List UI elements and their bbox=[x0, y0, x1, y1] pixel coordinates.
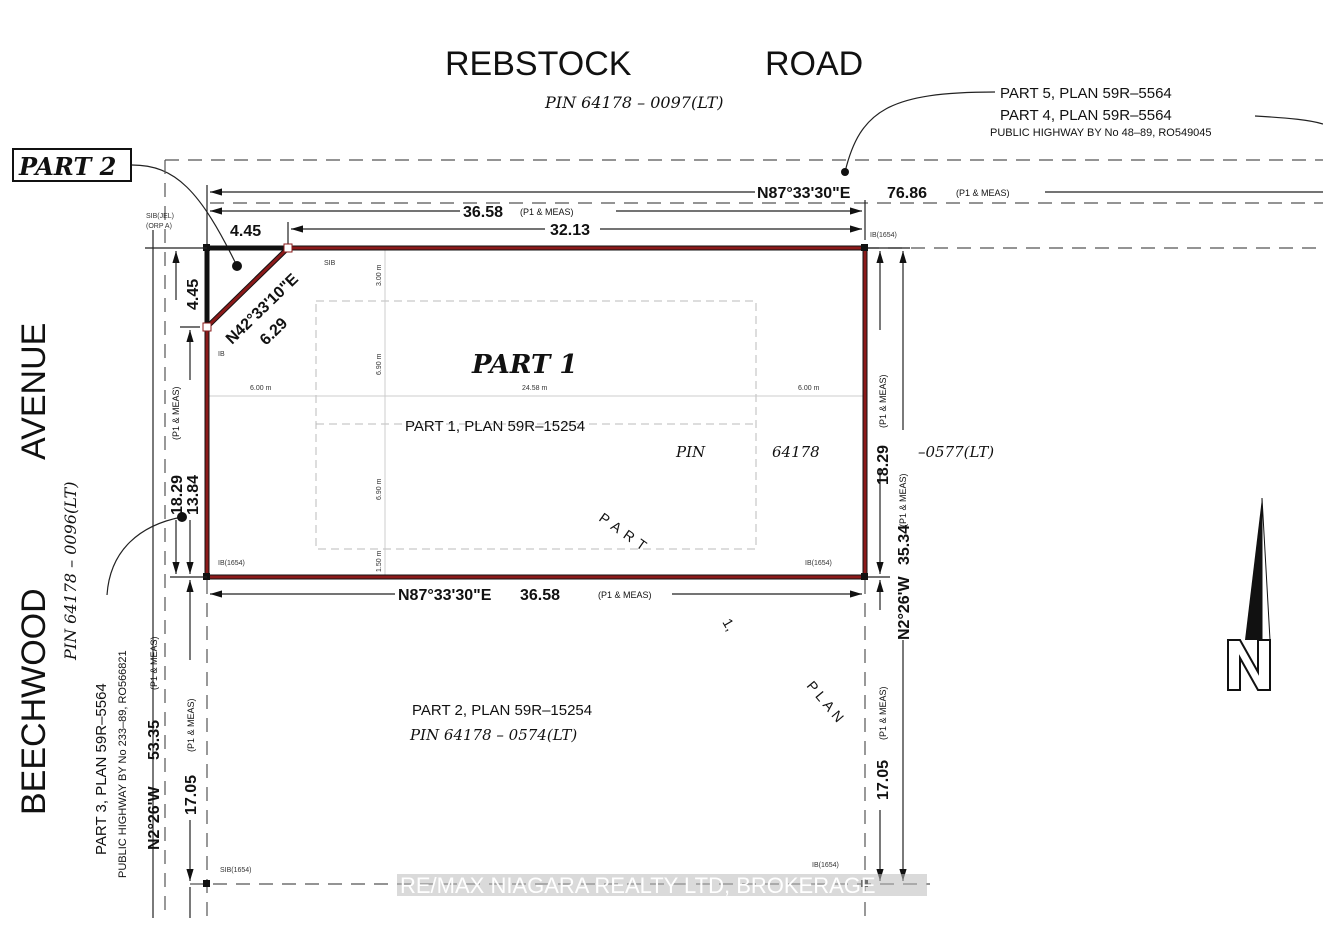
building-envelope bbox=[315, 300, 757, 550]
monument-marker bbox=[861, 573, 868, 580]
setback-depth2: 6.90 m bbox=[376, 478, 383, 500]
mon-ib1654-b: IB(1654) bbox=[812, 862, 839, 869]
mon-ib: IB bbox=[218, 351, 225, 358]
mon-orp: (ORP A) bbox=[146, 223, 172, 230]
p1meas: (P1 & MEAS) bbox=[149, 636, 159, 690]
top-bearing: N87°33'30"E bbox=[757, 185, 851, 202]
setback-side-left: 6.00 m bbox=[250, 385, 272, 392]
top-total: 76.86 bbox=[887, 185, 927, 202]
part2-plan: PART 2, PLAN 59R–15254 bbox=[412, 702, 592, 719]
pin-right-suffix: –0577(LT) bbox=[918, 443, 994, 461]
mon-sib1654: SIB(1654) bbox=[220, 867, 252, 874]
callout-highway-left: PUBLIC HIGHWAY BY No 233–89, RO566821 bbox=[117, 650, 129, 878]
p1meas: (P1 & MEAS) bbox=[171, 386, 181, 440]
p1meas: (P1 & MEAS) bbox=[598, 590, 652, 600]
corner-lines bbox=[204, 245, 288, 327]
leader-part5 bbox=[844, 91, 996, 173]
mon-ib1654-br: IB(1654) bbox=[805, 560, 832, 567]
left-short: 4.45 bbox=[185, 279, 202, 310]
part2-label-box bbox=[12, 148, 132, 182]
p1meas: (P1 & MEAS) bbox=[878, 686, 888, 740]
road-name-beechwood: BEECHWOOD bbox=[15, 588, 53, 815]
mon-sib-jel: SIB(JEL) bbox=[146, 213, 174, 220]
right-18-29: 18.29 bbox=[875, 445, 892, 485]
curved-1: 1, bbox=[719, 616, 739, 634]
setback-depth1: 6.90 m bbox=[376, 353, 383, 375]
left-bearing: N2°26'W bbox=[146, 786, 163, 850]
leader-dot bbox=[232, 261, 242, 271]
monument-marker bbox=[202, 322, 212, 332]
callout-part5: PART 5, PLAN 59R–5564 bbox=[1000, 85, 1172, 102]
bottom-length: 36.58 bbox=[520, 587, 560, 604]
pin-top: PIN 64178 – 0097(LT) bbox=[544, 93, 723, 112]
right-lines bbox=[868, 247, 910, 578]
pin-left: PIN 64178 – 0096(LT) bbox=[61, 482, 80, 661]
part1-plan: PART 1, PLAN 59R–15254 bbox=[405, 418, 585, 435]
part1-title: PART 1 bbox=[471, 350, 577, 380]
p1meas: (P1 & MEAS) bbox=[186, 698, 196, 752]
north-arrow-icon bbox=[1227, 497, 1271, 691]
callout-part3: PART 3, PLAN 59R–5564 bbox=[93, 683, 110, 855]
callout-part4: PART 4, PLAN 59R–5564 bbox=[1000, 107, 1172, 124]
setback-front: 3.00 m bbox=[376, 264, 383, 286]
monument-marker bbox=[203, 880, 210, 887]
mon-ib1654-bl: IB(1654) bbox=[218, 560, 245, 567]
leader-dot bbox=[841, 168, 849, 176]
setback-side-right: 6.00 m bbox=[798, 385, 820, 392]
p1meas: (P1 & MEAS) bbox=[878, 374, 888, 428]
mon-ib1654-tr: IB(1654) bbox=[870, 232, 897, 239]
top-remain: 32.13 bbox=[550, 222, 590, 239]
bottom-bearing: N87°33'30"E bbox=[398, 587, 492, 604]
top-lot-length: 36.58 bbox=[463, 204, 503, 221]
monument-marker bbox=[861, 244, 868, 251]
road-name-avenue: AVENUE bbox=[15, 323, 53, 460]
leader-part3 bbox=[106, 516, 183, 596]
right-bearing: N2°26'W bbox=[896, 576, 913, 640]
curved-plan: PLAN bbox=[804, 678, 850, 729]
leader-part2 bbox=[131, 164, 238, 267]
top-short: 4.45 bbox=[230, 223, 261, 240]
left-lines bbox=[145, 230, 207, 918]
lot-outline-shadow bbox=[204, 245, 868, 580]
road-name-road: ROAD bbox=[765, 45, 863, 83]
setback-width: 24.58 m bbox=[522, 385, 547, 392]
right-35-34: 35.34 bbox=[896, 525, 913, 565]
pin-right-number: 64178 bbox=[772, 443, 820, 461]
left-53-35: 53.35 bbox=[146, 720, 163, 760]
left-17-05: 17.05 bbox=[183, 775, 200, 815]
right-17-05: 17.05 bbox=[875, 760, 892, 800]
road-name-rebstock: REBSTOCK bbox=[445, 45, 632, 83]
pin-bottom: PIN 64178 – 0574(LT) bbox=[409, 726, 577, 744]
monument-marker bbox=[283, 243, 293, 253]
watermark: RE/MAX NIAGARA REALTY LTD, BROKERAGE bbox=[400, 873, 876, 898]
watermark-band bbox=[397, 874, 927, 896]
curved-part: PART bbox=[596, 509, 654, 557]
mon-sib: SIB bbox=[324, 260, 336, 267]
setback-rear: 1.50 m bbox=[376, 550, 383, 572]
leader-dot bbox=[177, 512, 187, 522]
p1meas: (P1 & MEAS) bbox=[520, 207, 574, 217]
leader-part4 bbox=[1254, 115, 1323, 125]
part1-boundary bbox=[205, 246, 867, 579]
part2-label: PART 2 bbox=[18, 152, 116, 181]
left-18-29: 18.29 bbox=[169, 475, 186, 515]
left-13-84: 13.84 bbox=[185, 475, 202, 515]
road-allowance-line bbox=[164, 159, 1323, 918]
p1meas: (P1 & MEAS) bbox=[898, 473, 908, 527]
pin-right-label: PIN bbox=[675, 443, 706, 461]
p1meas: (P1 & MEAS) bbox=[956, 188, 1010, 198]
callout-highway-top: PUBLIC HIGHWAY BY No 48–89, RO549045 bbox=[990, 127, 1212, 139]
